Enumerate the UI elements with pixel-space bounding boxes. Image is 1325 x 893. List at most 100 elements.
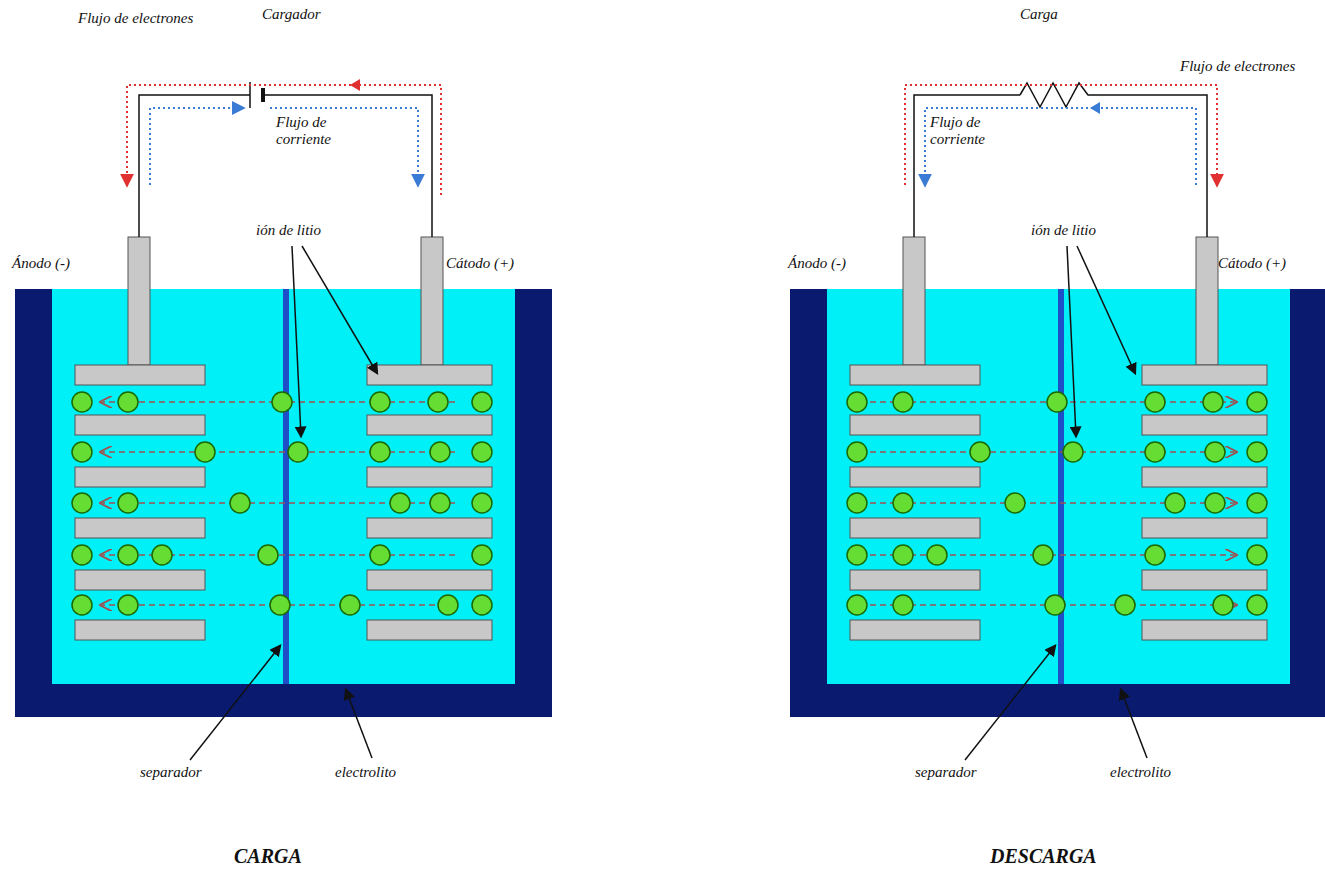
lithium-ion <box>270 595 290 615</box>
discharge-circuit <box>905 83 1217 237</box>
anode-plate <box>850 415 980 435</box>
lithium-ion <box>1247 493 1267 513</box>
lithium-ion <box>847 392 867 412</box>
lithium-ion <box>1063 442 1083 462</box>
charger-label: Cargador <box>262 6 321 23</box>
anode-plate <box>850 620 980 640</box>
lithium-ion <box>1005 493 1025 513</box>
lithium-ion <box>1205 493 1225 513</box>
figure-caption: DESCARGA <box>990 845 1097 868</box>
lithium-ion <box>847 493 867 513</box>
lithium-ion <box>195 442 215 462</box>
cathode-plate <box>367 415 492 435</box>
load-label: Carga <box>1020 6 1058 23</box>
cathode-plate <box>1142 415 1267 435</box>
cathode-plate <box>367 518 492 538</box>
lithium-ion <box>428 392 448 412</box>
current-flow <box>150 108 243 185</box>
lithium-ion-label: ión de litio <box>256 222 321 239</box>
charge-circuit <box>127 79 441 237</box>
lithium-ion <box>438 595 458 615</box>
lithium-ion <box>1165 493 1185 513</box>
electrode-terminal <box>421 237 443 365</box>
anode-plate <box>75 518 205 538</box>
cathode-label: Cátodo (+) <box>1218 255 1286 272</box>
cathode-plate <box>1142 467 1267 487</box>
ion-path <box>870 451 1235 452</box>
lithium-ion <box>390 493 410 513</box>
figure-caption: CARGA <box>234 845 302 868</box>
lithium-ion <box>472 392 492 412</box>
anode-plate <box>75 570 205 590</box>
lithium-ion <box>1247 442 1267 462</box>
separator-label: separador <box>140 764 202 781</box>
separator-label: separador <box>915 764 977 781</box>
electrode-terminal <box>128 237 150 365</box>
cathode-plate <box>367 620 492 640</box>
lithium-ion <box>152 545 172 565</box>
anode-plate <box>75 415 205 435</box>
lithium-ion <box>72 595 92 615</box>
lithium-ion <box>847 595 867 615</box>
lithium-ion <box>72 442 92 462</box>
lithium-ion <box>370 442 390 462</box>
lithium-ion <box>847 442 867 462</box>
electron-flow <box>127 85 441 195</box>
lithium-ion <box>272 392 292 412</box>
electrolyte-label: electrolito <box>335 764 396 781</box>
cathode-label: Cátodo (+) <box>446 255 514 272</box>
cathode-plate <box>1142 620 1267 640</box>
lithium-ion <box>472 442 492 462</box>
electrolyte-label: electrolito <box>1110 764 1171 781</box>
lithium-ion <box>1033 545 1053 565</box>
lithium-ion <box>72 493 92 513</box>
anode-plate <box>850 365 980 385</box>
lithium-ion <box>893 392 913 412</box>
anode-plate <box>850 467 980 487</box>
lithium-ion <box>1045 595 1065 615</box>
anode-plate <box>75 467 205 487</box>
lithium-ion <box>1115 595 1135 615</box>
lithium-ion <box>72 392 92 412</box>
lithium-ion <box>430 442 450 462</box>
anode-plate <box>75 365 205 385</box>
lithium-ion <box>893 595 913 615</box>
anode-plate <box>850 570 980 590</box>
lithium-ion <box>118 595 138 615</box>
lithium-ion <box>1205 442 1225 462</box>
lithium-ion <box>370 545 390 565</box>
electron-flow <box>905 85 1217 185</box>
current-flow-label: Flujo de corriente <box>930 114 1010 149</box>
lithium-ion <box>927 545 947 565</box>
electrode-terminal <box>1196 237 1218 365</box>
anode-label: Ánodo (-) <box>788 255 846 272</box>
lithium-ion <box>847 545 867 565</box>
lithium-ion-label: ión de litio <box>1031 222 1096 239</box>
lithium-ion <box>340 595 360 615</box>
lithium-ion <box>1213 595 1233 615</box>
anode-plate <box>75 620 205 640</box>
ion-path <box>102 451 455 452</box>
lithium-ion <box>1247 595 1267 615</box>
lithium-ion <box>1203 392 1223 412</box>
lithium-ion <box>1247 545 1267 565</box>
electron-flow-label: Flujo de electrones <box>1180 58 1295 75</box>
separator <box>283 289 289 684</box>
lithium-ion <box>430 493 450 513</box>
lithium-ion <box>370 392 390 412</box>
cell <box>790 237 1325 717</box>
leader-lines <box>190 246 1147 760</box>
electrode-terminal <box>903 237 925 365</box>
lithium-ion <box>472 595 492 615</box>
cathode-plate <box>367 467 492 487</box>
lithium-ion <box>472 545 492 565</box>
lithium-ion <box>1247 392 1267 412</box>
current-flow <box>925 108 1196 185</box>
lithium-ion <box>258 545 278 565</box>
anode-label: Ánodo (-) <box>12 255 70 272</box>
lithium-ion <box>893 493 913 513</box>
cell <box>15 237 552 717</box>
lithium-ion <box>118 545 138 565</box>
lithium-ion <box>230 493 250 513</box>
